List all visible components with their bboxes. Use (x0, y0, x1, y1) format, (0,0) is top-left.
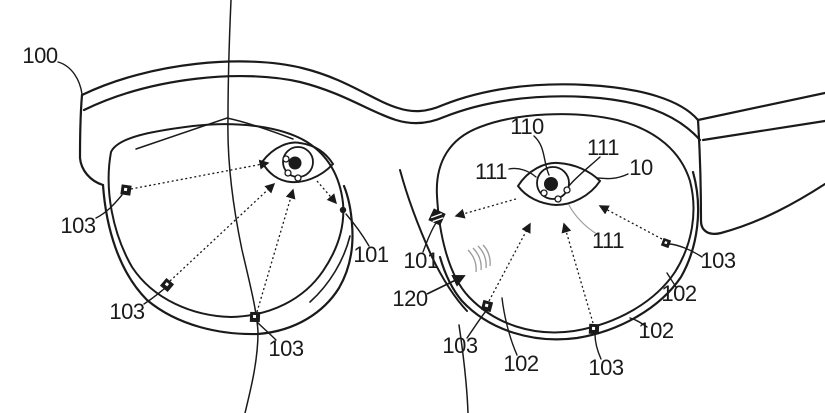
left-eye-pupil (288, 156, 302, 170)
leader-111-bottom (568, 204, 598, 235)
left-lens-outer-rim (101, 183, 354, 336)
leader-lines (57, 61, 703, 360)
right-lens-opening (435, 113, 695, 334)
sensor-square-icon (480, 299, 494, 313)
ref-label-10: 10 (629, 155, 653, 180)
left-eye-glint (294, 174, 302, 182)
ref-label-103: 103 (442, 333, 478, 358)
right-eye-glint (540, 189, 548, 197)
head-line-left (227, 0, 259, 413)
leader-111-top (568, 156, 601, 187)
leader-100 (57, 61, 83, 95)
leader-102-rb2 (629, 317, 648, 328)
ref-label-120: 120 (392, 286, 428, 311)
hatched-sensor-icon (428, 208, 446, 226)
dotted-arrow (256, 188, 296, 313)
right-eye-pupil (544, 177, 558, 191)
leader-102-right (666, 272, 677, 288)
sensors (120, 184, 672, 335)
ref-label-111: 111 (587, 135, 619, 160)
leader-101-left (345, 213, 370, 247)
sensor-square-icon (588, 323, 600, 335)
ref-label-103: 103 (109, 299, 145, 324)
ref-label-103: 103 (700, 248, 736, 273)
ref-label-103: 103 (268, 336, 304, 361)
sensor-square-icon (120, 184, 132, 196)
leader-101-right (422, 222, 437, 253)
ref-label-110: 110 (510, 114, 544, 139)
lens-reflection-line (135, 117, 294, 150)
right-eye-iris (536, 166, 570, 200)
arrow-120 (426, 274, 466, 295)
dotted-arrow (130, 159, 270, 190)
left-eye-outline (260, 141, 335, 184)
top-bar-inner (82, 74, 702, 142)
light-path-arrows (130, 159, 663, 324)
top-bar-outer (80, 60, 700, 122)
ref-label-103: 103 (588, 355, 624, 380)
ref-label-101: 101 (353, 242, 389, 267)
right-eye-glint (563, 186, 571, 194)
left-eye-icon (260, 141, 335, 184)
temple-mid-edge (701, 119, 825, 142)
ref-label-100: 100 (22, 43, 58, 68)
left-eye-glint (284, 169, 292, 177)
sensor-square-icon (660, 237, 672, 249)
right-eye-icon (516, 161, 602, 207)
ref-label-111: 111 (592, 228, 624, 253)
glasses-frame (78, 60, 825, 341)
ref-label-102: 102 (661, 281, 697, 306)
temple-top-edge (696, 91, 825, 122)
ref-label-103: 103 (60, 213, 96, 238)
leader-103-bottomleft (256, 321, 277, 341)
left-endpiece-edge (78, 93, 105, 187)
leader-102-rb1 (501, 297, 518, 356)
ref-label-101: 101 (403, 248, 439, 273)
ref-label-111: 111 (475, 159, 507, 184)
left-lens-opening (107, 123, 345, 318)
leader-103-lowerleft (143, 288, 165, 305)
right-eye-glint (554, 195, 562, 203)
dotted-arrow (488, 222, 531, 302)
right-nose-band (399, 169, 468, 312)
dotted-arrow (169, 182, 276, 282)
leader-103-left (95, 194, 123, 219)
dotted-arrow (454, 198, 517, 219)
right-lens-outer-rim (438, 170, 700, 341)
left-eye-glint (282, 155, 290, 163)
front-right-edge (696, 118, 703, 223)
leader-10 (596, 173, 629, 180)
dotted-arrow (316, 180, 337, 205)
left-lens-rim-extra (309, 235, 351, 303)
leader-103-rb1 (466, 310, 487, 339)
head-line-center (458, 324, 469, 413)
dotted-arrow (561, 222, 594, 324)
leader-110 (533, 135, 550, 176)
leader-103-rb2 (594, 333, 602, 360)
temple-bottom-edge (699, 182, 825, 235)
ref-label-102: 102 (638, 318, 674, 343)
leader-103-right (669, 243, 703, 258)
sensor-square-icon (249, 311, 261, 323)
sensor-dot-icon (339, 206, 347, 214)
ref-label-102: 102 (503, 351, 539, 376)
vibration-arcs-icon (467, 244, 491, 273)
leader-111-left (508, 167, 537, 178)
